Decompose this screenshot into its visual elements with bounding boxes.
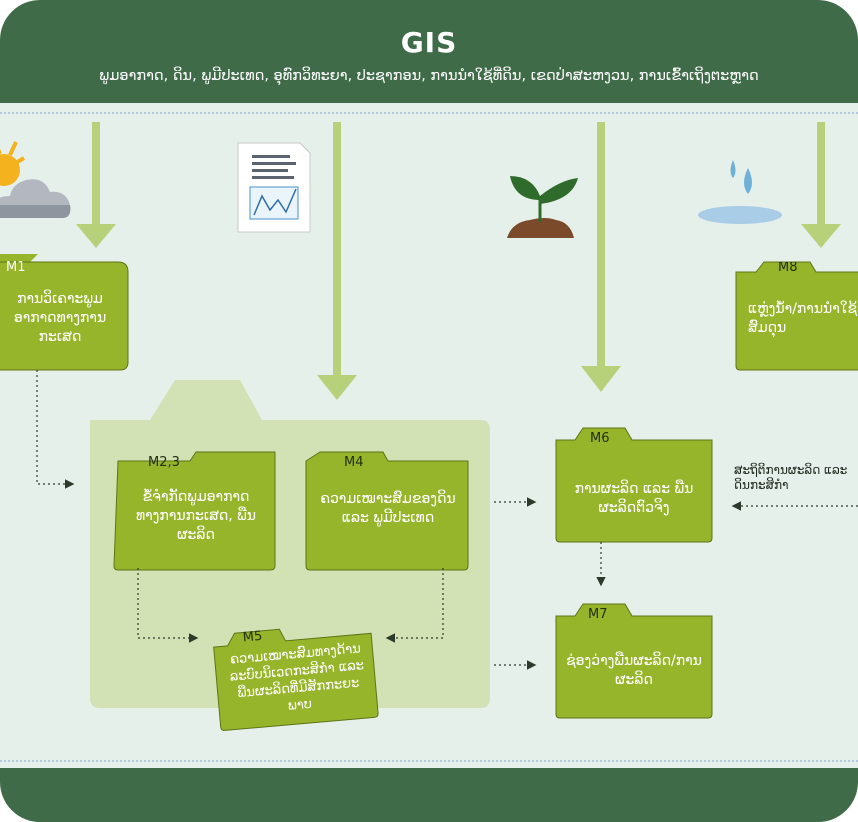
dotted-connectors [36, 370, 858, 670]
module-m23-id: M2,3 [148, 455, 180, 470]
module-m4-id: M4 [344, 455, 364, 470]
folder-m6-shape [555, 427, 713, 543]
folder-m8-shape [735, 261, 858, 371]
document-chart-icon [237, 142, 311, 233]
module-m8-id: M8 [778, 262, 798, 275]
module-m7-id: M7 [588, 607, 608, 622]
gis-header: GIS ພູມອາກາດ, ດິນ, ພູມີປະເທດ, ອຸທົກວິທະຍ… [0, 0, 858, 103]
module-m4: M4 ຄວາມເໝາະສົມຂອງດິນ ແລະ ພູມີປະເທດ [306, 452, 468, 570]
module-m5-id: M5 [242, 628, 263, 646]
module-m6-text: ການຜະລິດ ແລະ ພືນຜະລິດຕົວຈິງ [574, 481, 694, 516]
module-m7: M7 ຊ່ອງວ່າງພືນຜະລິດ/ການຜະລິດ [556, 604, 712, 718]
module-m1-text: ການວິເຄາະພູມອາກາດທາງການກະເສດ [13, 291, 107, 345]
input-arrows [76, 122, 841, 400]
folder-m23-shape [113, 451, 276, 571]
module-m1: M1 ການວິເຄາະພູມອາກາດທາງການກະເສດ [0, 260, 126, 368]
gis-footer [0, 768, 858, 822]
panel-top-divider [0, 112, 858, 114]
module-m6: M6 ການຜະລິດ ແລະ ພືນຜະລິດຕົວຈິງ [556, 428, 712, 542]
plant-seedling-icon [507, 176, 578, 238]
module-m6-id: M6 [590, 431, 610, 446]
folder-m5-shape [213, 628, 379, 731]
module-m8: M8 ແຫຼ່ງນ້ຳ/ການນຳໃຊ້ຄວາມສົມດຸນ [736, 262, 858, 370]
folder-m7-shape [555, 603, 713, 719]
sun-cloud-icon [0, 141, 71, 218]
folder-m1-shape [0, 254, 129, 371]
module-m23: M2,3 ຂໍ້ຈຳກັດພູມອາກາດທາງການກະເສດ, ພືນຜະລ… [114, 452, 276, 570]
module-m8-text: ແຫຼ່ງນ້ຳ/ການນຳໃຊ້ຄວາມສົມດຸນ [748, 301, 858, 336]
module-m1-id: M1 [6, 260, 26, 275]
module-m4-text: ຄວາມເໝາະສົມຂອງດິນ ແລະ ພູມີປະເທດ [320, 491, 456, 526]
module-m5: M5 ຄວາມເໝາະສົມທາງດ້ານລະບົບນິເວດກະສິກຳ ແລ… [212, 621, 380, 733]
header-subtitle: ພູມອາກາດ, ດິນ, ພູມີປະເທດ, ອຸທົກວິທະຍາ, ປ… [99, 68, 759, 84]
water-drops-icon [698, 160, 782, 224]
production-statistics-note: ສະຖິຕິການຜະລິດ ແລະ ດິນກະສິກຳ [734, 463, 848, 492]
module-m23-text: ຂໍ້ຈຳກັດພູມອາກາດທາງການກະເສດ, ພືນຜະລິດ [135, 489, 257, 543]
module-m5-text: ຄວາມເໝາະສົມທາງດ້ານລະບົບນິເວດກະສິກຳ ແລະ ພ… [229, 641, 365, 714]
module-m7-text: ຊ່ອງວ່າງພືນຜະລິດ/ການຜະລິດ [566, 653, 702, 688]
header-title: GIS [400, 26, 458, 59]
panel-bottom-divider [0, 760, 858, 762]
folder-m4-shape [305, 451, 469, 571]
